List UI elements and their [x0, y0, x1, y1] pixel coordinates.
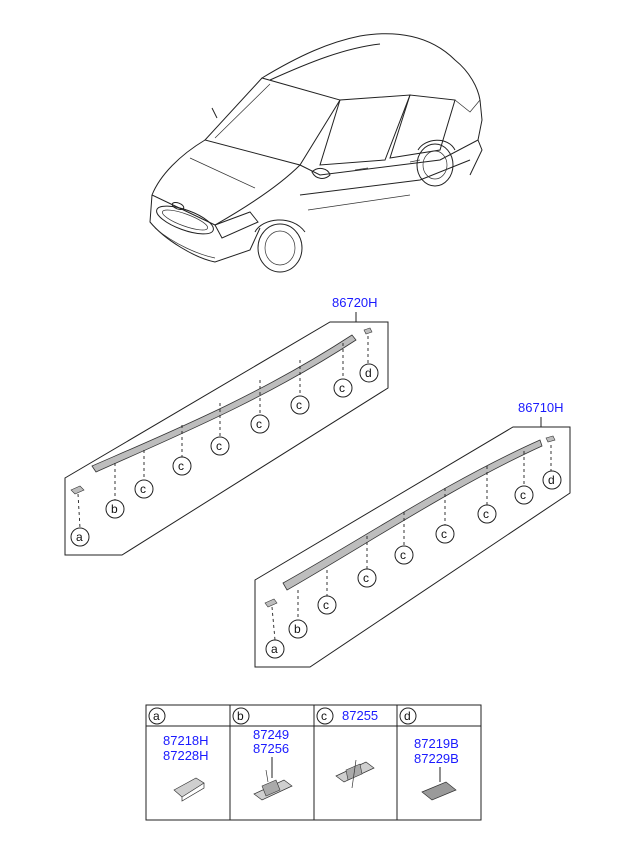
- upper-roof-rail: [91, 334, 357, 473]
- lower-end-cap-front: [264, 598, 278, 608]
- callout-c: c: [435, 524, 455, 544]
- legend-d-part-number-1: 87219B: [414, 736, 459, 751]
- callout-c: c: [172, 456, 192, 476]
- lower-assembly-frame: [254, 426, 571, 668]
- legend-letter-a: a: [148, 707, 166, 725]
- clip-d-illustration: [421, 781, 457, 801]
- callout-b: b: [105, 499, 125, 519]
- callout-d: d: [359, 363, 379, 383]
- callout-c: c: [250, 414, 270, 434]
- clip-c-illustration: [335, 759, 375, 789]
- lower-roof-rack-assembly: 86710H a b c c c c c c d: [254, 400, 571, 668]
- svg-text:a: a: [153, 709, 160, 723]
- callout-c: c: [514, 485, 534, 505]
- svg-text:a: a: [76, 530, 83, 544]
- svg-text:c: c: [483, 507, 489, 521]
- svg-text:d: d: [548, 473, 555, 487]
- lower-roof-rail: [282, 439, 543, 591]
- svg-text:c: c: [256, 417, 262, 431]
- callout-c: c: [290, 395, 310, 415]
- legend-d-part-number-2: 87229B: [414, 751, 459, 766]
- svg-text:c: c: [520, 488, 526, 502]
- callout-c: c: [317, 595, 337, 615]
- svg-text:c: c: [321, 709, 327, 723]
- svg-text:b: b: [111, 502, 118, 516]
- clip-b-illustration: [253, 769, 293, 801]
- callout-c: c: [210, 436, 230, 456]
- callout-c: c: [357, 568, 377, 588]
- upper-assembly-part-number: 86720H: [332, 295, 378, 310]
- svg-text:c: c: [441, 527, 447, 541]
- clip-a-illustration: [173, 777, 205, 798]
- legend-a-part-number-1: 87218H: [163, 733, 209, 748]
- legend-c-part-number: 87255: [342, 708, 378, 723]
- upper-end-cap-front: [70, 485, 85, 495]
- legend-a-part-number-2: 87228H: [163, 748, 209, 763]
- svg-text:d: d: [365, 366, 372, 380]
- svg-text:c: c: [140, 482, 146, 496]
- callout-c: c: [394, 545, 414, 565]
- svg-text:b: b: [294, 622, 301, 636]
- lower-assembly-part-number: 86710H: [518, 400, 564, 415]
- svg-text:a: a: [271, 642, 278, 656]
- upper-end-cap-rear: [363, 327, 373, 335]
- legend-b-part-number-1: 87249: [253, 727, 289, 742]
- legend-letter-d: d: [399, 707, 417, 725]
- callout-a: a: [70, 527, 90, 547]
- legend-b-part-number-2: 87256: [253, 741, 289, 756]
- upper-assembly-frame: [64, 321, 389, 556]
- callout-d: d: [542, 470, 562, 490]
- svg-text:c: c: [339, 381, 345, 395]
- callout-a: a: [265, 639, 285, 659]
- callout-c: c: [477, 504, 497, 524]
- svg-text:c: c: [400, 548, 406, 562]
- callout-c: c: [134, 479, 154, 499]
- legend-letter-c: c: [316, 707, 334, 725]
- callout-c: c: [333, 378, 353, 398]
- upper-roof-rack-assembly: 86720H a b c c c c c c d: [64, 295, 389, 556]
- svg-text:c: c: [296, 398, 302, 412]
- car-illustration: [149, 33, 483, 273]
- svg-text:d: d: [404, 709, 411, 723]
- svg-text:c: c: [216, 439, 222, 453]
- svg-text:c: c: [363, 571, 369, 585]
- svg-text:c: c: [323, 598, 329, 612]
- parts-legend-table: a 87218H 87228H b 87249 87256 c 87255 d …: [145, 704, 482, 821]
- svg-text:b: b: [237, 709, 244, 723]
- lower-end-cap-rear: [545, 435, 556, 443]
- svg-text:c: c: [178, 459, 184, 473]
- callout-b: b: [288, 619, 308, 639]
- legend-letter-b: b: [232, 707, 250, 725]
